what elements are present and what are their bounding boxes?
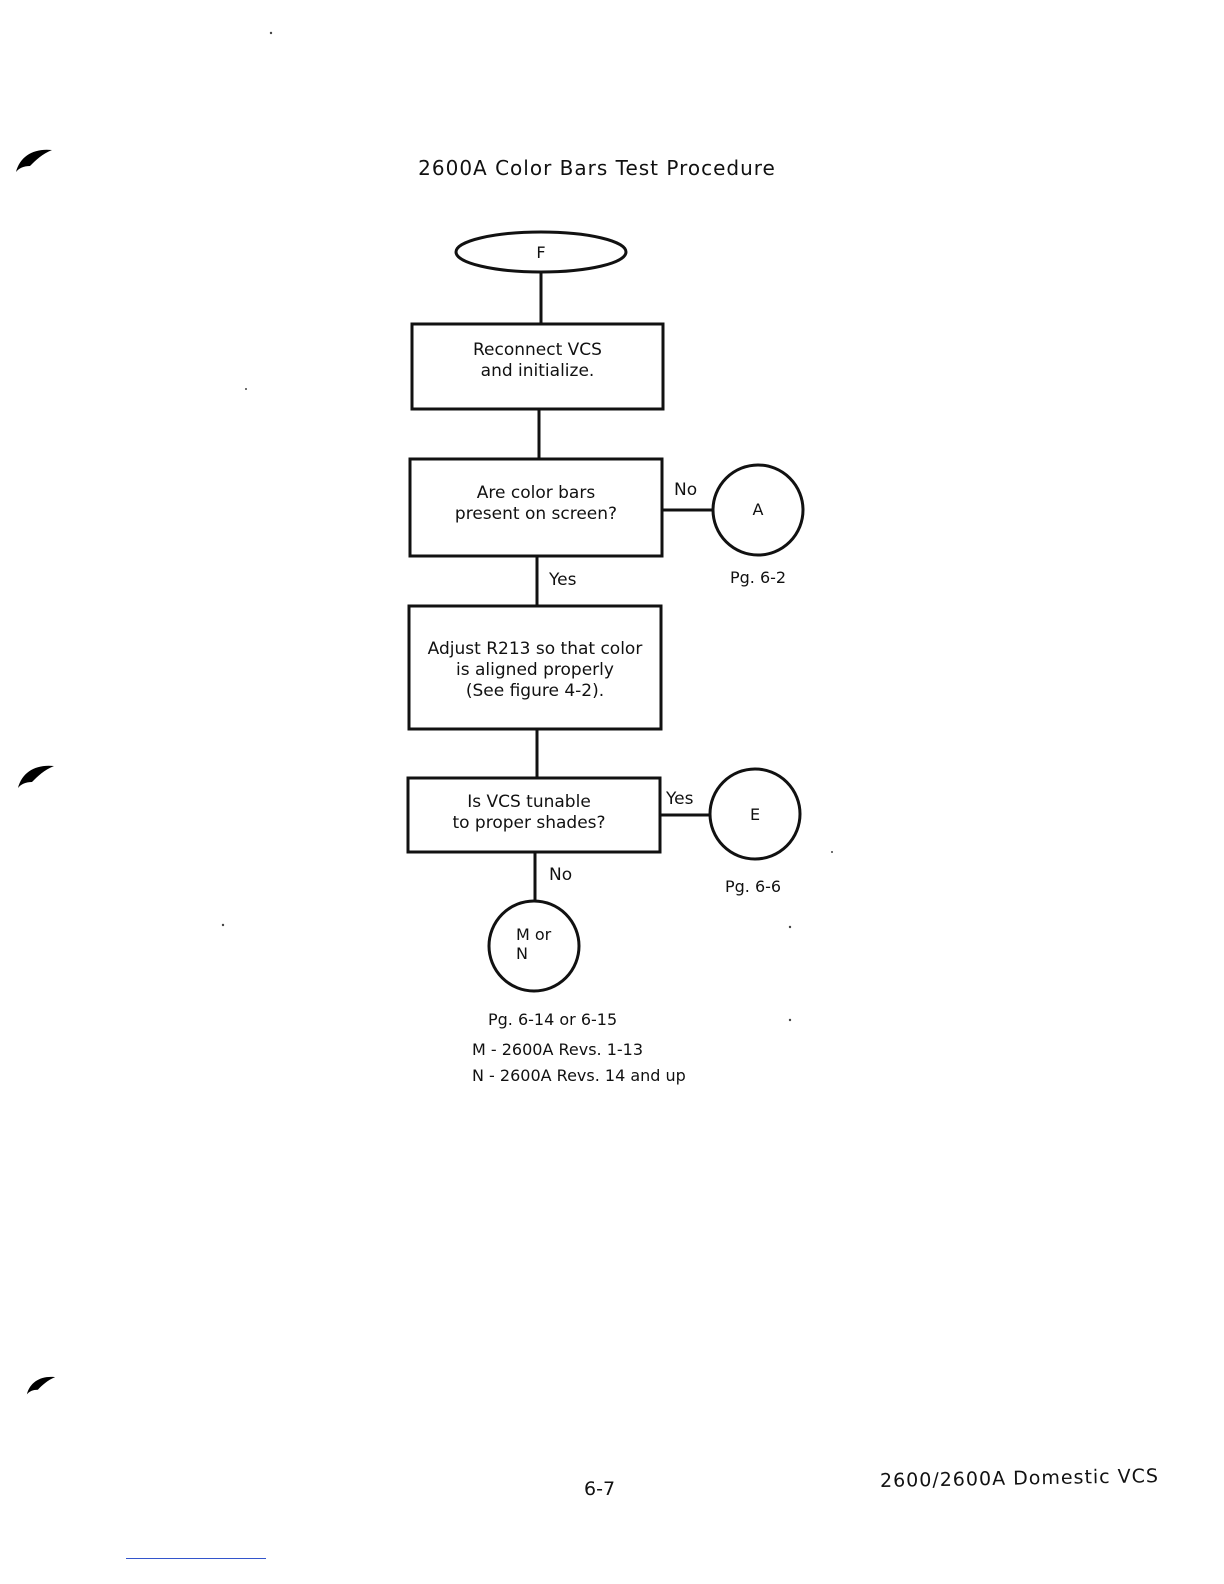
branch-label-yes: Yes: [666, 789, 694, 809]
branch-label-no: No: [674, 480, 698, 500]
connector-mn-label: M or N: [516, 925, 552, 963]
connector-e-label: E: [749, 804, 761, 824]
connector-e-ref: Pg. 6-6: [725, 877, 782, 896]
connector-a-circle: [711, 463, 805, 557]
legend-item: M - 2600A Revs. 1-13: [472, 1040, 644, 1059]
adjust-r213-box: [407, 604, 663, 731]
branch-label-yes: Yes: [549, 570, 577, 590]
page-title: 2600A Color Bars Test Procedure: [418, 156, 776, 180]
punch-mark: [26, 1376, 56, 1395]
punch-mark: [18, 765, 54, 788]
reconnect-box: [410, 322, 665, 411]
connector-a-label: A: [752, 499, 764, 519]
legend-item: N - 2600A Revs. 14 and up: [472, 1066, 686, 1085]
divider: [126, 1558, 266, 1559]
connector-mn-ref: Pg. 6-14 or 6-15: [488, 1010, 618, 1029]
tunable-question-box: [406, 776, 662, 854]
connector-e-circle: [708, 767, 802, 861]
connector-mn-circle: [487, 899, 581, 993]
color-bars-question-text: Are color bars present on screen?: [454, 483, 618, 524]
page-number: 6-7: [584, 1478, 616, 1500]
tunable-question-text: Is VCS tunable to proper shades?: [452, 792, 606, 833]
color-bars-question-box: [408, 457, 664, 558]
branch-label-no: No: [549, 865, 573, 885]
adjust-r213-text: Adjust R213 so that color is aligned pro…: [427, 638, 643, 701]
reconnect-text: Reconnect VCS and initialize.: [473, 340, 602, 381]
punch-mark: [16, 149, 52, 172]
start-label: F: [536, 242, 546, 262]
connector-a-ref: Pg. 6-2: [730, 568, 787, 587]
